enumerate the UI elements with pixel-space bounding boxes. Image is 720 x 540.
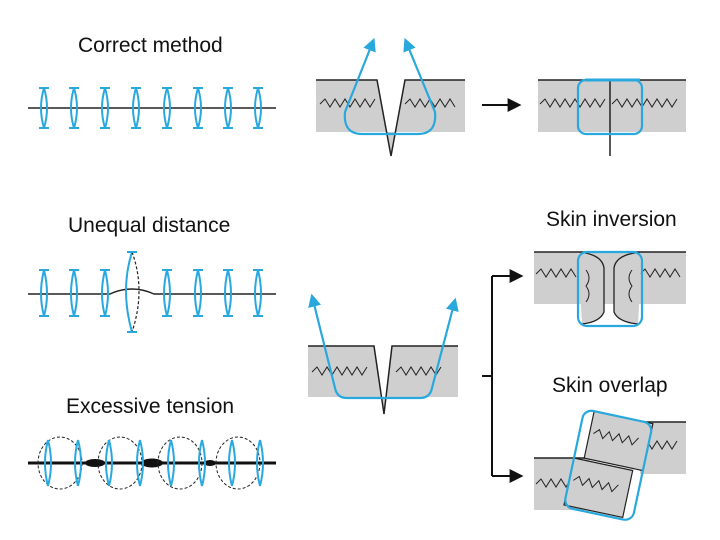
correct-incision-diagram <box>316 37 465 157</box>
label-correct-method: Correct method <box>78 34 223 57</box>
label-unequal-distance: Unequal distance <box>68 214 230 237</box>
closed-incision-diagram <box>538 78 686 156</box>
unequal-distance-sutures <box>28 251 276 333</box>
incision-diagram-lower <box>308 293 459 415</box>
label-excessive-tension: Excessive tension <box>66 395 234 418</box>
excessive-tension-sutures <box>28 436 276 490</box>
skin-overlap-diagram <box>534 409 686 521</box>
label-skin-inversion: Skin inversion <box>546 208 677 231</box>
correct-method-sutures <box>28 87 276 129</box>
skin-inversion-diagram <box>534 250 686 328</box>
label-skin-overlap: Skin overlap <box>552 374 668 397</box>
branch-arrows <box>482 269 524 483</box>
